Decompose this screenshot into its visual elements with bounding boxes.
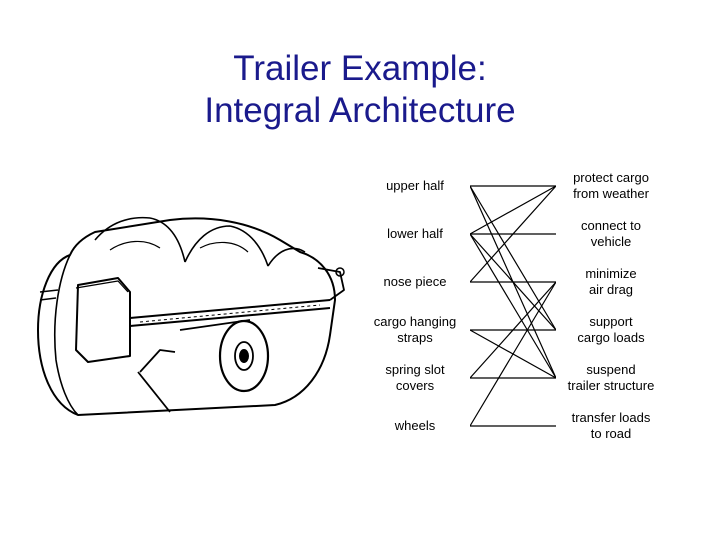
connection-line [469, 185, 557, 283]
function-label: protect cargo from weather [573, 170, 649, 201]
trailer-axle [137, 319, 251, 413]
function-box-protect-cargo: protect cargo from weather [556, 168, 666, 204]
component-label: nose piece [383, 274, 447, 289]
trailer-illustration [37, 216, 345, 416]
function-box-support-cargo-loads: support cargo loads [556, 312, 666, 348]
component-label: upper half [386, 178, 444, 193]
connection-line [469, 185, 557, 235]
component-box-wheels: wheels [360, 408, 470, 444]
trailer-seam [129, 299, 331, 327]
function-label: minimize air drag [585, 266, 637, 297]
function-box-transfer-loads: transfer loads to road [556, 408, 666, 444]
function-label: transfer loads to road [571, 410, 651, 441]
connection-lines [469, 185, 557, 427]
function-box-connect-to-vehicle: connect to vehicle [556, 216, 666, 252]
component-box-upper-half: upper half [360, 168, 470, 204]
function-label: support cargo loads [577, 314, 645, 345]
connection-line [469, 281, 557, 379]
component-box-nose-piece: nose piece [360, 264, 470, 300]
function-label: connect to vehicle [581, 218, 641, 249]
component-box-lower-half: lower half [360, 216, 470, 252]
trailer-cover-box [75, 277, 131, 363]
trailer-top-ribs [94, 216, 306, 267]
component-label: spring slot covers [385, 362, 445, 393]
title-line-2: Integral Architecture [204, 91, 516, 130]
trailer-wheel [218, 319, 270, 393]
component-label: cargo hanging straps [373, 314, 457, 345]
title-line-1: Trailer Example: [233, 49, 487, 88]
component-label: lower half [387, 226, 443, 241]
slide-title: Trailer Example: Integral Architecture [0, 48, 720, 132]
connection-line [469, 185, 557, 331]
connection-line [469, 233, 557, 379]
connection-line [469, 281, 557, 427]
component-label: wheels [394, 418, 436, 433]
function-box-minimize-air-drag: minimize air drag [556, 264, 666, 300]
function-box-suspend-trailer-structure: suspend trailer structure [556, 360, 666, 396]
trailer-nose [317, 267, 345, 301]
function-label: suspend trailer structure [567, 362, 655, 393]
trailer-body [37, 217, 336, 416]
component-box-cargo-hanging-straps: cargo hanging straps [360, 312, 470, 348]
component-box-spring-slot-covers: spring slot covers [360, 360, 470, 396]
